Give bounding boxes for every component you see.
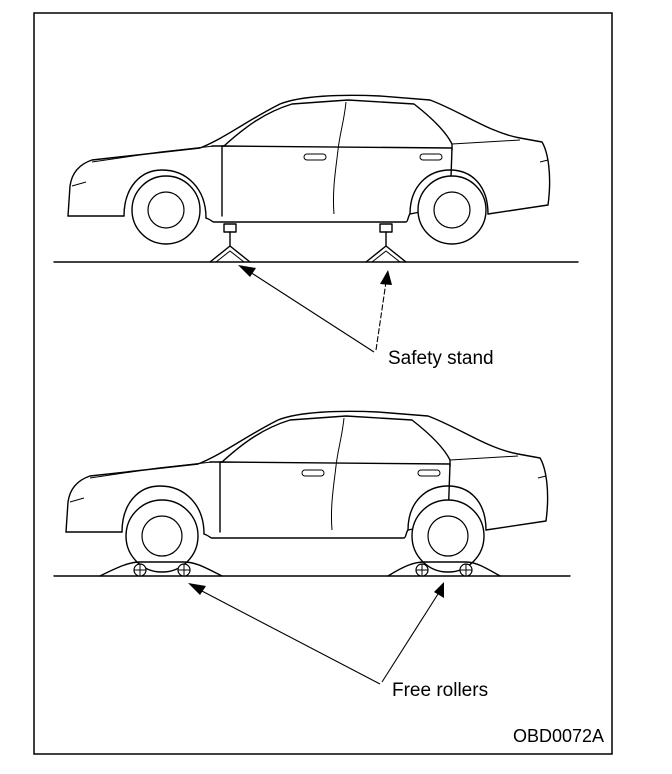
figure-code: OBD0072A bbox=[513, 726, 604, 746]
free-rollers-label: Free rollers bbox=[392, 680, 488, 701]
figure-frame bbox=[33, 12, 613, 755]
front-wheel-bottom bbox=[125, 499, 199, 573]
rear-wheel-bottom bbox=[411, 499, 485, 573]
roller-base-front bbox=[99, 561, 223, 577]
roller-base-rear bbox=[387, 561, 501, 577]
safety-stand-rear bbox=[365, 223, 407, 263]
safety-stand-front bbox=[209, 223, 251, 263]
safety-stand-label: Safety stand bbox=[388, 348, 494, 369]
front-wheel-top bbox=[131, 175, 201, 245]
safety-stand-arrows bbox=[238, 265, 392, 353]
car-on-stands: Safety stand bbox=[53, 94, 579, 369]
free-roller-arrows bbox=[188, 582, 444, 685]
car-on-rollers: Free rollers bbox=[53, 410, 571, 701]
rear-wheel-top bbox=[417, 175, 487, 245]
